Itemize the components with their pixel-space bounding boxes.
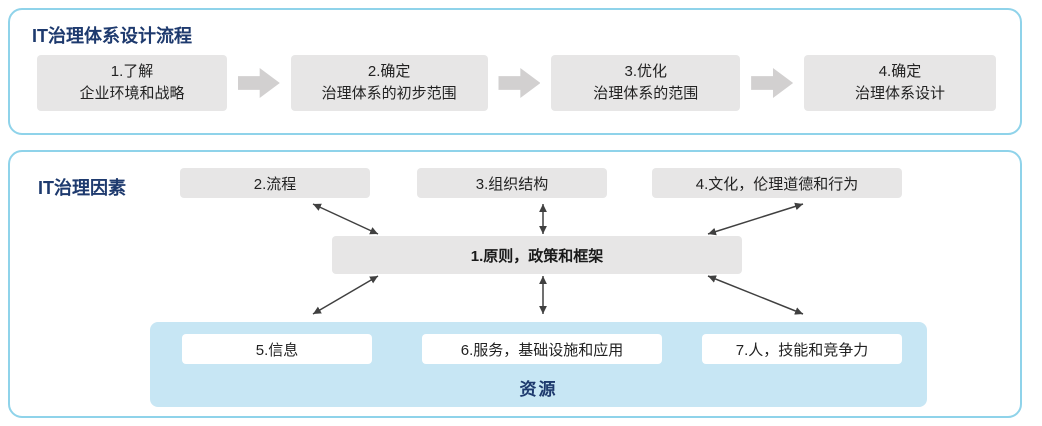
factors-panel-title: IT治理因素 <box>38 178 126 198</box>
right-arrow-icon <box>751 68 794 98</box>
right-arrow-icon <box>498 68 541 98</box>
resource-container: 5.信息 6.服务，基础设施和应用 7.人，技能和竞争力 资源 <box>150 322 927 407</box>
flow-step-4-line2: 治理体系设计 <box>854 85 945 102</box>
flow-step-2-line2: 治理体系的初步范围 <box>321 85 457 102</box>
flow-step-1-line2: 企业环境和战略 <box>79 85 185 102</box>
factor-org-structure: 3.组织结构 <box>417 168 607 198</box>
factors-panel: IT治理因素 2.流程 3.组织结构 4.文化，伦理道德和行为 1.原则，政策和… <box>8 150 1022 418</box>
flow-step-2: 2.确定 治理体系的初步范围 <box>290 55 488 111</box>
factor-principles: 1.原则，政策和框架 <box>332 236 742 274</box>
flow-step-4: 4.确定 治理体系设计 <box>803 55 996 111</box>
connector-arrow <box>312 275 379 315</box>
flow-panel-title: IT治理体系设计流程 <box>32 26 192 46</box>
flow-panel: IT治理体系设计流程 1.了解 企业环境和战略 2.确定 治理体系的初步范围 3… <box>8 8 1022 135</box>
flow-step-1: 1.了解 企业环境和战略 <box>37 55 227 111</box>
factor-information: 5.信息 <box>182 334 372 364</box>
factor-services-infrastructure: 6.服务，基础设施和应用 <box>422 334 662 364</box>
flow-step-3-line1: 3.优化 <box>624 62 668 80</box>
flow-step-1-line1: 1.了解 <box>110 62 154 80</box>
connector-arrow <box>707 202 804 236</box>
right-arrow-icon <box>237 68 280 98</box>
flow-step-3-line2: 治理体系的范围 <box>593 85 699 102</box>
flow-step-4-line1: 4.确定 <box>878 62 922 80</box>
factor-culture: 4.文化，伦理道德和行为 <box>652 168 902 198</box>
factor-people-skills: 7.人，技能和竞争力 <box>702 334 902 364</box>
connector-arrow <box>312 203 379 235</box>
connector-arrow <box>707 275 804 315</box>
resource-label: 资源 <box>519 380 558 399</box>
flow-row: 1.了解 企业环境和战略 2.确定 治理体系的初步范围 3.优化 治理体系的范围… <box>37 55 996 111</box>
flow-step-3: 3.优化 治理体系的范围 <box>551 55 741 111</box>
flow-step-2-line1: 2.确定 <box>367 62 411 80</box>
factor-process: 2.流程 <box>180 168 370 198</box>
